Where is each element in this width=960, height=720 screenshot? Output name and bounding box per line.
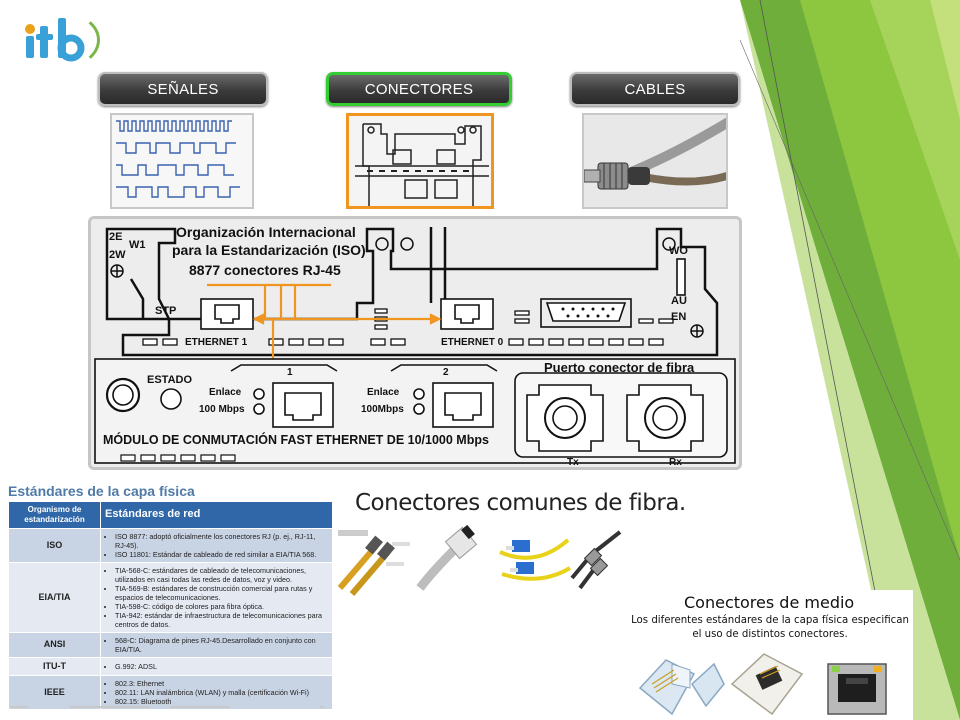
label-2e: 2E	[109, 231, 123, 243]
label-enlace-2: Enlace	[367, 387, 400, 398]
label-fiber-port: Puerto conector de fibra	[544, 360, 695, 375]
label-stp: STP	[155, 305, 177, 317]
rj45-plug-icon	[638, 659, 725, 716]
iso-title-line2: para la Estandarización (ISO)	[172, 242, 366, 258]
connector-diagram: Organización Internacional para la Estan…	[88, 216, 742, 470]
label-port-2: 2	[443, 367, 449, 378]
standard-item: TIA-568-C: estándares de cableado de tel…	[115, 566, 328, 584]
label-rx: Rx	[669, 457, 682, 468]
rj45-jack-icon	[827, 663, 887, 715]
tab-conectores[interactable]: CONECTORES	[326, 72, 512, 106]
standard-item: 802.15: Bluetooth	[115, 697, 328, 706]
standard-item: TIA-942: estándar de infraestructura de …	[115, 611, 328, 629]
standard-item: 802.11: LAN inalámbrica (WLAN) y malla (…	[115, 688, 328, 697]
label-au: AU	[671, 295, 687, 307]
media-connectors-image	[632, 644, 912, 720]
keystone-jack-icon	[730, 653, 804, 716]
label-en: EN	[671, 311, 687, 323]
label-2w: 2W	[109, 249, 126, 261]
label-speed-2: 100Mbps	[361, 404, 404, 415]
tab-senales[interactable]: SEÑALES	[98, 72, 268, 106]
header-organization: Organismo de estandarización	[8, 501, 101, 529]
org-cell: EIA/TIA	[8, 562, 101, 633]
standards-title: Estándares de la capa física	[8, 483, 195, 499]
label-estado: ESTADO	[147, 374, 193, 386]
standard-item: ISO 11801: Estándar de cableado de red s…	[115, 550, 328, 559]
st-connector-icon	[570, 530, 622, 590]
org-cell: IEEE	[8, 675, 101, 711]
media-connectors-card: Conectores de medio Los diferentes están…	[622, 590, 913, 720]
table-row: ITU-T G.992: ADSL	[8, 656, 333, 677]
media-connectors-text: Los diferentes estándares de la capa fís…	[631, 615, 909, 640]
standard-item: G.992: ADSL	[115, 662, 328, 671]
table-footer-line	[10, 704, 332, 712]
standards-table: Organismo de estandarización Estándares …	[8, 501, 333, 711]
lc-duplex-connector-icon	[499, 538, 572, 581]
label-module: MÓDULO DE CONMUTACIÓN FAST ETHERNET DE 1…	[103, 433, 489, 447]
label-ethernet-1: ETHERNET 1	[185, 337, 248, 348]
table-row: ANSI 568-C: Diagrama de pines RJ-45.Desa…	[8, 632, 333, 658]
standard-item: TIA-569-B: estándares de construcción co…	[115, 584, 328, 602]
iso-title-line1: Organización Internacional	[176, 224, 356, 240]
org-cell: ISO	[8, 528, 101, 563]
table-row: EIA/TIA TIA-568-C: estándares de cablead…	[8, 562, 333, 633]
iso-title-line3: 8877 conectores RJ-45	[189, 262, 341, 278]
label-enlace-1: Enlace	[209, 387, 242, 398]
label-w1: W1	[129, 239, 146, 251]
cable-thumbnail[interactable]	[582, 113, 728, 209]
fiber-connectors-title: Conectores comunes de fibra.	[355, 490, 686, 516]
itb-logo	[20, 8, 100, 68]
signals-thumbnail[interactable]	[110, 113, 254, 209]
org-cell: ITU-T	[8, 656, 101, 677]
label-tx: Tx	[567, 457, 579, 468]
media-connectors-title: Conectores de medio	[684, 593, 855, 612]
label-wo: WO	[669, 245, 688, 257]
standard-item: ISO 8877: adoptó oficialmente los conect…	[115, 532, 328, 550]
toslink-connector-icon	[416, 524, 478, 591]
standard-item: 802.3: Ethernet	[115, 679, 328, 688]
connector-thumbnail[interactable]	[346, 113, 494, 209]
label-ethernet-0: ETHERNET 0	[441, 337, 504, 348]
table-row: IEEE 802.3: Ethernet 802.11: LAN inalámb…	[8, 675, 333, 711]
tab-cables[interactable]: CABLES	[570, 72, 740, 106]
standard-item: TIA-598-C: código de colores para fibra …	[115, 602, 328, 611]
org-cell: ANSI	[8, 632, 101, 658]
header-standards: Estándares de red	[100, 501, 333, 529]
label-speed-1: 100 Mbps	[199, 404, 245, 415]
label-port-1: 1	[287, 367, 293, 378]
sc-connector-icon	[337, 530, 410, 596]
standard-item: 568-C: Diagrama de pines RJ-45.Desarroll…	[115, 636, 328, 654]
table-row: ISO ISO 8877: adoptó oficialmente los co…	[8, 528, 333, 563]
fiber-connectors-image	[336, 522, 626, 598]
